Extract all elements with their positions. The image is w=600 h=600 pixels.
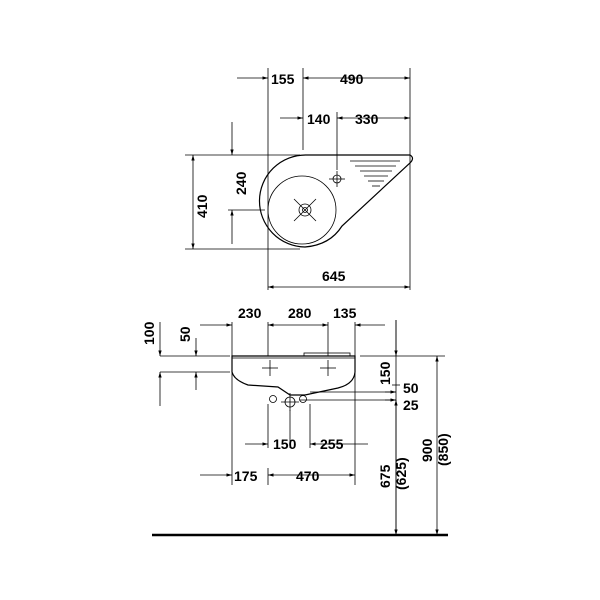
basin-bowl bbox=[267, 175, 337, 245]
dim-155: 155 bbox=[271, 71, 295, 87]
dim-25: 25 bbox=[403, 397, 419, 413]
dim-330: 330 bbox=[355, 111, 379, 127]
basin-front-outline bbox=[231, 355, 356, 396]
dim-255: 255 bbox=[320, 436, 344, 452]
dim-625: (625) bbox=[393, 457, 409, 490]
dim-140: 140 bbox=[307, 111, 331, 127]
tap-crosshair-right bbox=[320, 360, 336, 376]
dim-645: 645 bbox=[322, 268, 346, 284]
dim-850: (850) bbox=[435, 433, 451, 466]
dim-410: 410 bbox=[194, 194, 210, 218]
basin-top-outline bbox=[258, 154, 414, 248]
dim-135: 135 bbox=[333, 305, 357, 321]
dim-280: 280 bbox=[288, 305, 312, 321]
dim-490: 490 bbox=[340, 71, 364, 87]
dim-150-bottom: 150 bbox=[273, 436, 297, 452]
dim-675: 675 bbox=[377, 464, 393, 488]
tap-crosshair-left bbox=[262, 360, 278, 376]
dim-240: 240 bbox=[233, 171, 249, 195]
dim-175: 175 bbox=[234, 468, 258, 484]
soap-rest-ribs bbox=[350, 160, 400, 187]
dim-100: 100 bbox=[141, 321, 157, 345]
dim-50-left: 50 bbox=[177, 326, 193, 342]
dim-50-right: 50 bbox=[403, 380, 419, 396]
drain-icon bbox=[293, 198, 317, 222]
top-view: 155 490 140 330 410 240 645 bbox=[185, 68, 414, 290]
fixing-holes bbox=[269, 393, 307, 411]
dim-900: 900 bbox=[419, 438, 435, 462]
dim-150-right: 150 bbox=[377, 361, 393, 385]
tap-hole-icon bbox=[329, 171, 345, 187]
dim-230: 230 bbox=[238, 305, 262, 321]
dim-470: 470 bbox=[296, 468, 320, 484]
front-view: 230 280 135 100 50 150 50 25 150 255 175… bbox=[141, 305, 451, 537]
